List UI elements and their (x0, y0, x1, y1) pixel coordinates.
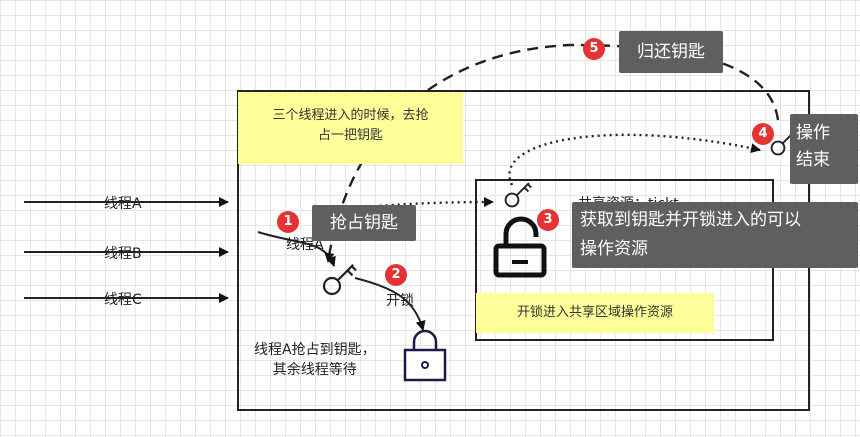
got-key-caption: 线程A抢占到钥匙， 其余线程等待 (254, 342, 376, 378)
step-4-label: 操作 结束 (790, 114, 858, 184)
finish-arrow (508, 133, 761, 186)
thread-c-label: 线程C (104, 292, 142, 308)
thread-b-label: 线程B (104, 246, 142, 262)
thread-a-label: 线程A (104, 196, 142, 212)
open-lock-icon (493, 216, 547, 278)
shared-key-icon (504, 182, 532, 208)
step-1-badge: 1 (277, 211, 299, 233)
step-5-badge: 5 (583, 38, 605, 60)
step-1-label: 抢占钥匙 (312, 205, 416, 241)
note-shared-area: 开锁进入共享区域操作资源 (476, 293, 714, 333)
unlock-label: 开锁 (386, 293, 414, 309)
key-icon (322, 264, 357, 296)
thread-a-small-label: 线程A (286, 237, 324, 253)
step-2-badge: 2 (385, 264, 407, 286)
step-4-badge: 4 (752, 123, 774, 145)
closed-lock-icon (403, 329, 447, 382)
step-3-badge: 3 (537, 209, 559, 231)
return-key-arrow (324, 43, 780, 263)
note-grab-key: 三个线程进入的时候，去抢 占一把钥匙 (238, 92, 463, 164)
unlock-arrow (354, 277, 426, 331)
step-5-label: 归还钥匙 (619, 31, 723, 73)
step-3-label: 获取到钥匙并开锁进入的可以 操作资源 (572, 202, 858, 268)
